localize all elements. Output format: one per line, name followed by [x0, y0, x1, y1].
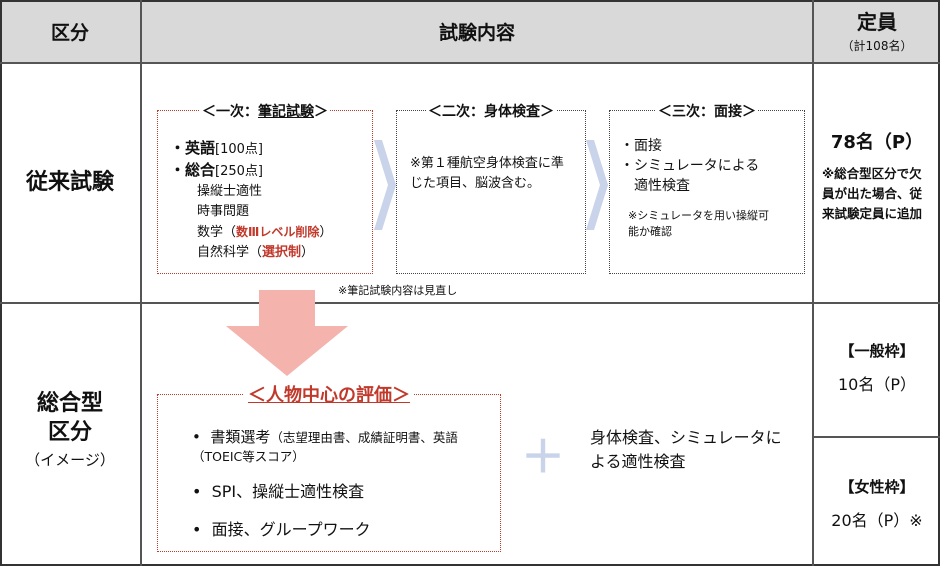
- divider: [0, 302, 940, 304]
- chevron-right-icon: [374, 140, 396, 230]
- chevron-right-icon: [586, 140, 608, 230]
- stage1-note: ※筆記試験内容は見直し: [338, 284, 458, 297]
- header-capacity: 定員 （計108名）: [814, 6, 940, 54]
- row-label-conventional: 従来試験: [25, 169, 114, 195]
- header-capacity-title: 定員: [857, 10, 897, 34]
- stage1-title-prefix: ＜一次：: [202, 104, 258, 120]
- english-item: ・英語[100点]: [170, 139, 263, 157]
- stage2-body: ※第１種航空身体検査に準じた項目、脳波含む。: [410, 156, 564, 191]
- eval-item-documents: • 書類選考（志望理由書、成績証明書、英語（TOEIC等スコア）: [192, 428, 458, 464]
- capacity-conventional-value: 78名（P）: [830, 132, 924, 153]
- stage2-title: ＜二次：身体検査＞: [426, 104, 556, 120]
- stage3-item-simulator-cont: 適性検査: [634, 178, 690, 194]
- capacity-conventional-note: ※総合型区分で欠員が出た場合、従来試験定員に追加: [822, 166, 923, 221]
- stage3-item-simulator: ・シミュレータによる: [620, 158, 760, 174]
- stage1-title-main: 筆記試験: [258, 104, 314, 120]
- capacity-conventional: 78名（P）: [814, 128, 940, 154]
- divider: [140, 0, 142, 566]
- general-sub-aptitude: 操縦士適性: [197, 184, 263, 199]
- stage3-title: ＜三次：面接＞: [656, 104, 758, 120]
- general-capacity: 10名（P）: [837, 375, 916, 394]
- arrow-down-icon: [226, 290, 348, 376]
- stage1-title-suffix: ＞: [314, 104, 328, 120]
- row-label-comprehensive: 総合型 区分 （イメージ）: [25, 391, 115, 470]
- stage3-item-interview: ・面接: [620, 138, 662, 154]
- general-title: 【一般枠】: [839, 342, 915, 360]
- header-category: 区分: [50, 21, 89, 44]
- women-title: 【女性枠】: [839, 478, 915, 496]
- capacity-women: 【女性枠】 20名（P）※: [814, 476, 940, 531]
- general-sub-math: 数学（数Ⅲレベル削除）: [197, 225, 333, 240]
- capacity-general: 【一般枠】 10名（P）: [814, 340, 940, 395]
- stage1-content: ・英語[100点] ・総合[250点] 操縦士適性 時事問題 数学（数Ⅲレベル削…: [170, 138, 370, 263]
- divider: [0, 62, 940, 64]
- divider: [812, 0, 814, 566]
- divider: [812, 436, 940, 438]
- evaluation-list: • 書類選考（志望理由書、成績証明書、英語（TOEIC等スコア） • SPI、操…: [192, 428, 492, 540]
- general-item: ・総合[250点]: [170, 161, 263, 179]
- header-content: 試験内容: [438, 21, 515, 44]
- stage1-title: ＜一次：筆記試験＞: [157, 101, 373, 121]
- stage3-note: ※シミュレータを用い操縦可能か確認: [628, 209, 769, 238]
- eval-item-interview: • 面接、グループワーク: [192, 520, 371, 539]
- stage3-content: ・面接 ・シミュレータによる 適性検査 ※シミュレータを用い操縦可能か確認: [620, 136, 800, 240]
- general-sub-science: 自然科学（選択制）: [197, 245, 315, 260]
- women-capacity: 20名（P）※: [831, 511, 923, 530]
- table-header: [0, 0, 940, 62]
- eval-item-spi: • SPI、操縦士適性検査: [192, 482, 365, 501]
- header-capacity-sub: （計108名）: [841, 39, 913, 53]
- evaluation-title: ＜人物中心の評価＞: [157, 381, 501, 407]
- plus-icon: ＋: [521, 432, 565, 483]
- general-sub-current-affairs: 時事問題: [197, 204, 250, 219]
- extra-exams: 身体検査、シミュレータによる適性検査: [590, 428, 782, 471]
